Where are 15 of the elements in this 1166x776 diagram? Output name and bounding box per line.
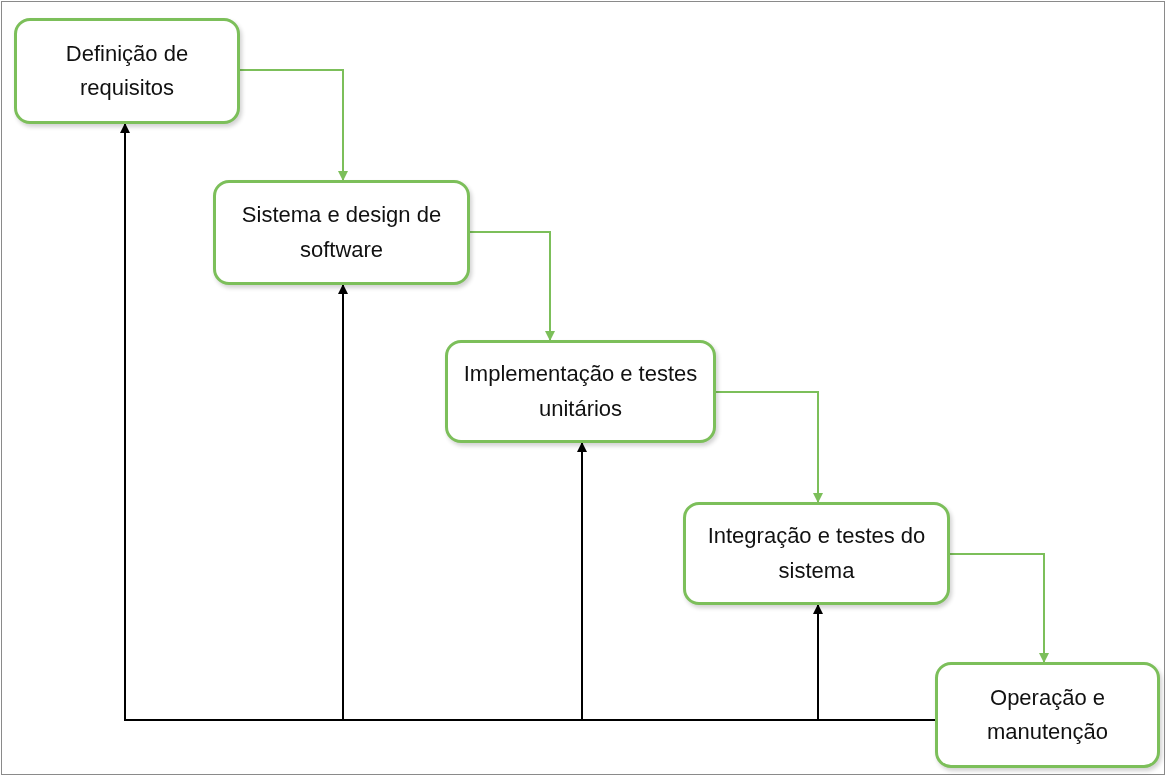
arrow xyxy=(239,69,348,181)
process-box xyxy=(213,180,470,285)
process-box xyxy=(683,502,950,605)
arrow xyxy=(949,553,1049,663)
arrow xyxy=(715,391,823,503)
process-box xyxy=(935,662,1160,768)
box-label: Implementação e testes unitários xyxy=(462,360,699,423)
box-label: Operação e manutenção xyxy=(985,683,1110,746)
process-box xyxy=(14,18,240,124)
box-label: Sistema e design de software xyxy=(240,201,443,264)
box-label: Definição de requisitos xyxy=(64,39,190,102)
arrow xyxy=(469,231,555,341)
box-label: Integração e testes do sistema xyxy=(706,522,927,585)
arrow xyxy=(813,604,936,721)
process-box xyxy=(445,340,716,443)
